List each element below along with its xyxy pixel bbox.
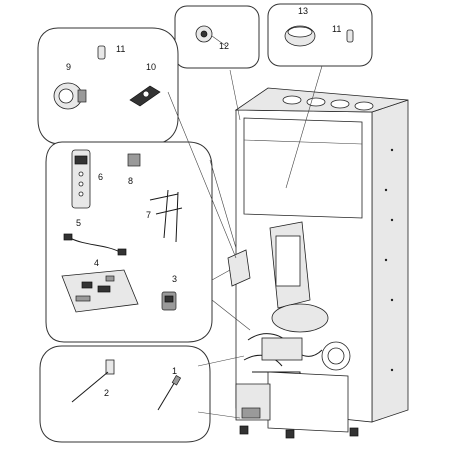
callout-2: 2: [104, 388, 109, 398]
callout-13: 13: [298, 6, 308, 16]
callout-4: 4: [94, 258, 99, 268]
detail-bubble-9-10: 11 9 10: [37, 27, 179, 145]
leader-lines: [167, 65, 323, 419]
detail-bubble-3-8: 6 8 7 5 4 3: [45, 141, 213, 343]
bracket-part-2: [105, 359, 115, 375]
lower-chamber: [267, 371, 349, 433]
callout-9: 9: [66, 62, 71, 72]
callout-10: 10: [146, 62, 156, 72]
display-panel-6: [71, 149, 91, 209]
callout-7: 7: [146, 210, 151, 220]
callout-5: 5: [76, 218, 81, 228]
callout-8: 8: [128, 176, 133, 186]
detail-bubble-1-2: 2 1: [39, 345, 211, 443]
top-opening: [306, 97, 326, 107]
top-opening: [330, 99, 350, 109]
callout-6: 6: [98, 172, 103, 182]
callout-3: 3: [172, 274, 177, 284]
detail-bubble-12: 12: [174, 5, 260, 69]
cable-part-5: [69, 237, 121, 253]
callout-11-left: 11: [116, 44, 125, 54]
connector-part-8: [127, 153, 141, 167]
callout-11-right: 11: [332, 24, 341, 34]
fan-housing: [271, 303, 329, 333]
plug-part-11: [346, 29, 354, 43]
exchanger-window: [275, 235, 301, 287]
cabinet-side-panel: [371, 99, 409, 423]
foot: [285, 429, 295, 439]
callout-12: 12: [219, 41, 229, 51]
upper-chamber: [243, 117, 363, 219]
boiler-unit: [227, 87, 409, 439]
callout-1: 1: [172, 366, 177, 376]
electrode-part-1: [157, 379, 177, 411]
foot: [239, 425, 249, 435]
gas-valve: [261, 337, 303, 361]
mounting-bracket: [227, 249, 251, 287]
top-opening: [282, 95, 302, 105]
plug-part-11: [97, 45, 106, 60]
foot: [349, 427, 359, 437]
top-opening: [354, 101, 374, 111]
detail-bubble-13: 13 11: [267, 3, 373, 67]
probe-rod-2: [71, 371, 109, 403]
connector-block: [241, 407, 261, 419]
wire-harness-7: [149, 189, 183, 243]
